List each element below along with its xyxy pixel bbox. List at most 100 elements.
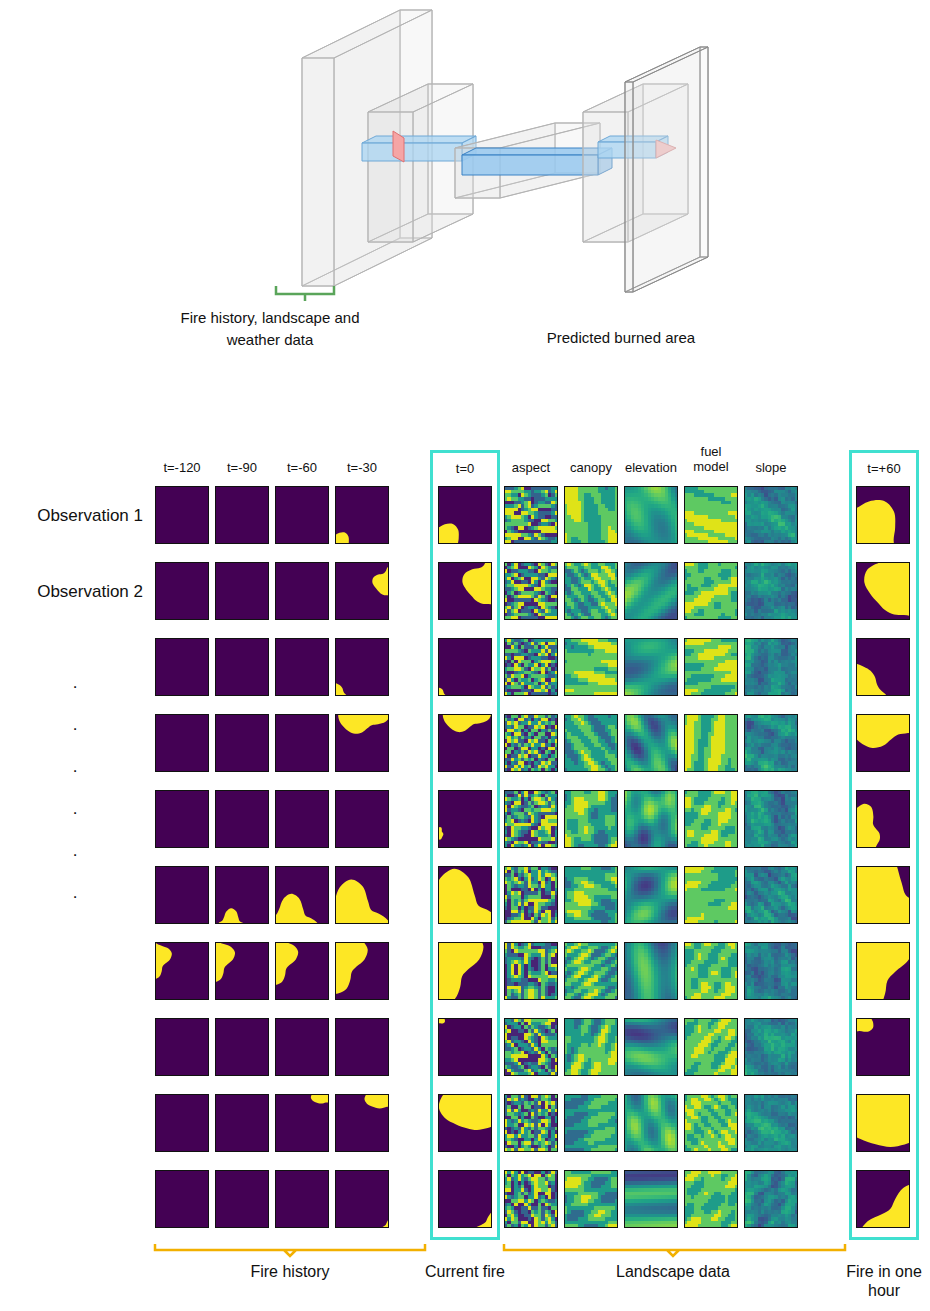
terrain-pixel: [795, 522, 799, 526]
unburned-ground: [155, 486, 209, 544]
terrain-pixel: [735, 508, 739, 512]
terrain-pixel: [615, 598, 619, 602]
map-cell: [275, 486, 329, 544]
terrain-pixel: [555, 501, 559, 505]
terrain-pixel: [555, 508, 559, 512]
map-cell: [438, 551, 519, 620]
terrain-pixel: [555, 613, 559, 617]
cell-border: [565, 487, 618, 544]
map-cell: [564, 562, 619, 621]
terrain-pixel: [735, 526, 739, 530]
terrain-pixel: [735, 522, 739, 526]
cell-border: [625, 487, 678, 544]
terrain-pixel: [735, 515, 739, 519]
feature-bar-front: [362, 143, 462, 161]
cell-border: [156, 487, 209, 544]
terrain-pixel: [675, 501, 679, 505]
terrain-pixel: [555, 490, 559, 494]
terrain-pixel: [615, 522, 619, 526]
terrain-pixel: [795, 519, 799, 523]
terrain-pixel: [555, 566, 559, 570]
cell-border: [336, 487, 389, 544]
cell-border: [276, 487, 329, 544]
map-cell: [624, 562, 679, 621]
terrain-pixel: [795, 497, 799, 501]
unburned-ground: [275, 486, 329, 544]
terrain-pixel: [615, 533, 619, 537]
map-cell: [275, 562, 329, 620]
input-bracket: [276, 286, 334, 301]
terrain-pixel: [555, 519, 559, 523]
terrain-pixel: [615, 501, 619, 505]
terrain-pixel: [615, 591, 619, 595]
terrain-pixel: [615, 511, 619, 515]
terrain-pixel: [795, 508, 799, 512]
terrain-pixel: [615, 609, 619, 613]
terrain-pixel: [735, 519, 739, 523]
terrain-pixel: [555, 573, 559, 577]
terrain-pixel: [735, 530, 739, 534]
terrain-pixel: [555, 530, 559, 534]
unburned-ground: [215, 562, 269, 620]
terrain-pixel: [615, 515, 619, 519]
terrain-pixel: [795, 515, 799, 519]
terrain-pixel: [555, 595, 559, 599]
terrain-pixel: [675, 530, 679, 534]
terrain-pixel: [735, 493, 739, 497]
feature-bar-top: [362, 136, 476, 143]
terrain-pixel: [555, 522, 559, 526]
terrain-pixel: [675, 522, 679, 526]
terrain-pixel: [615, 566, 619, 570]
map-cell: [684, 486, 739, 545]
terrain-pixel: [735, 537, 739, 541]
terrain-pixel: [675, 519, 679, 523]
burned-area: [372, 563, 406, 599]
cell-border: [685, 487, 738, 544]
terrain-pixel: [795, 493, 799, 497]
terrain-pixel: [735, 497, 739, 501]
cell-border: [505, 487, 558, 544]
terrain-pixel: [615, 573, 619, 577]
bottleneck-bar-front: [462, 155, 598, 175]
terrain-pixel: [615, 519, 619, 523]
terrain-pixel: [735, 501, 739, 505]
map-cell: [155, 486, 209, 544]
terrain-pixel: [615, 580, 619, 584]
terrain-pixel: [615, 530, 619, 534]
terrain-pixel: [555, 602, 559, 606]
terrain-pixel: [615, 595, 619, 599]
map-cell: [335, 562, 406, 620]
terrain-pixel: [555, 533, 559, 537]
map-cell: [155, 562, 209, 620]
terrain-pixel: [555, 591, 559, 595]
cell-border: [216, 563, 269, 620]
terrain-pixel: [675, 493, 679, 497]
terrain-pixel: [615, 537, 619, 541]
terrain-pixel: [675, 508, 679, 512]
input-slab-front: [302, 58, 334, 286]
terrain-pixel: [795, 490, 799, 494]
layer-box-front: [583, 112, 628, 242]
cell-border: [745, 487, 798, 544]
terrain-pixel: [615, 606, 619, 610]
terrain-pixel: [555, 609, 559, 613]
cell-border: [156, 563, 209, 620]
terrain-pixel: [795, 530, 799, 534]
terrain-pixel: [795, 504, 799, 508]
kernel-marker: [393, 131, 404, 162]
terrain-pixel: [615, 526, 619, 530]
terrain-pixel: [615, 508, 619, 512]
terrain-pixel: [615, 587, 619, 591]
cell-border: [216, 487, 269, 544]
burned-area: [462, 551, 519, 611]
map-cell: [624, 486, 679, 545]
layer-box-front: [368, 112, 413, 242]
terrain-pixel: [675, 533, 679, 537]
cell-border: [439, 487, 492, 544]
map-cell: [744, 486, 799, 545]
terrain-pixel: [555, 504, 559, 508]
output-slab-front: [625, 82, 633, 292]
terrain-pixel: [795, 501, 799, 505]
terrain-pixel: [555, 515, 559, 519]
